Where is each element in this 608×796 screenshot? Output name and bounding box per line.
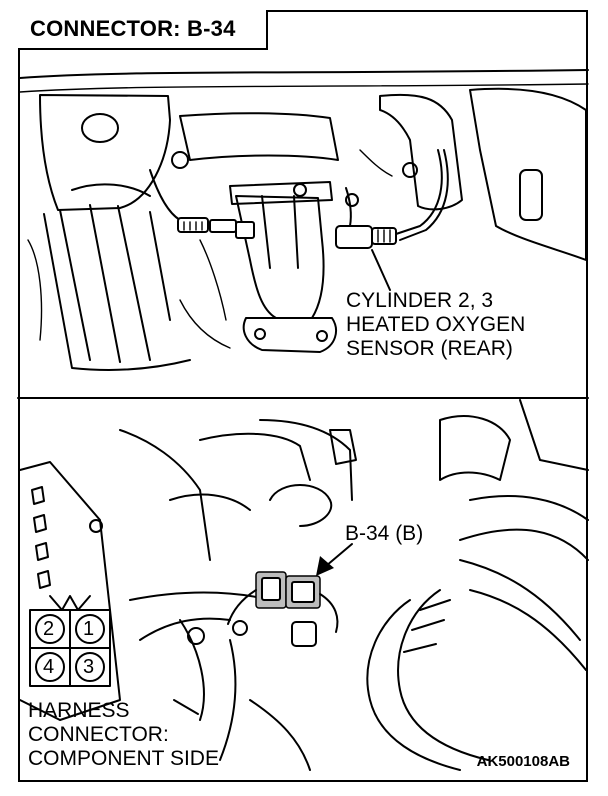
right-pipe (439, 415, 511, 481)
coolant-hose (366, 599, 461, 771)
harness-label: HARNESS CONNECTOR: COMPONENT SIDE (28, 699, 219, 771)
connector-arrow-head (316, 556, 334, 576)
connector-arrow-shaft (325, 543, 353, 567)
bottom-illustration (19, 399, 589, 771)
right-bracket (469, 87, 587, 261)
connector-b34-body (227, 571, 339, 647)
pin-label: 2 (43, 618, 55, 640)
body-edge-line (19, 69, 589, 79)
title-box (18, 10, 268, 50)
crossmember (179, 112, 339, 161)
rear-sensor-callout: CYLINDER 2, 3 HEATED OXYGEN SENSOR (REAR… (346, 289, 525, 361)
pipe-flange (229, 181, 333, 205)
mount-hole (81, 113, 119, 143)
figure-code: AK500108AB (476, 753, 570, 770)
pin-label: 4 (43, 656, 55, 678)
harness-line: COMPONENT SIDE (28, 747, 219, 770)
front-oxygen-sensor (235, 221, 255, 239)
pin-label: 1 (83, 618, 95, 640)
callout-line: HEATED OXYGEN (346, 313, 526, 336)
pipe-lower-flange (242, 317, 337, 353)
rear-sensor-leader (371, 249, 391, 291)
rear-sensor-wire (395, 149, 443, 235)
top-illustration (17, 69, 589, 399)
pin-diagram (29, 595, 111, 687)
rear-oxygen-sensor (335, 225, 373, 249)
connector-label: B-34 (B) (345, 522, 424, 545)
harness-line: HARNESS (28, 699, 130, 722)
pin-label: 3 (83, 656, 95, 678)
exhaust-y-pipe (235, 195, 325, 319)
left-mount (39, 94, 171, 211)
callout-line: SENSOR (REAR) (346, 337, 513, 360)
callout-line: CYLINDER 2, 3 (346, 289, 494, 312)
harness-line: CONNECTOR: (28, 723, 169, 746)
page-title: CONNECTOR: B-34 (30, 16, 236, 41)
